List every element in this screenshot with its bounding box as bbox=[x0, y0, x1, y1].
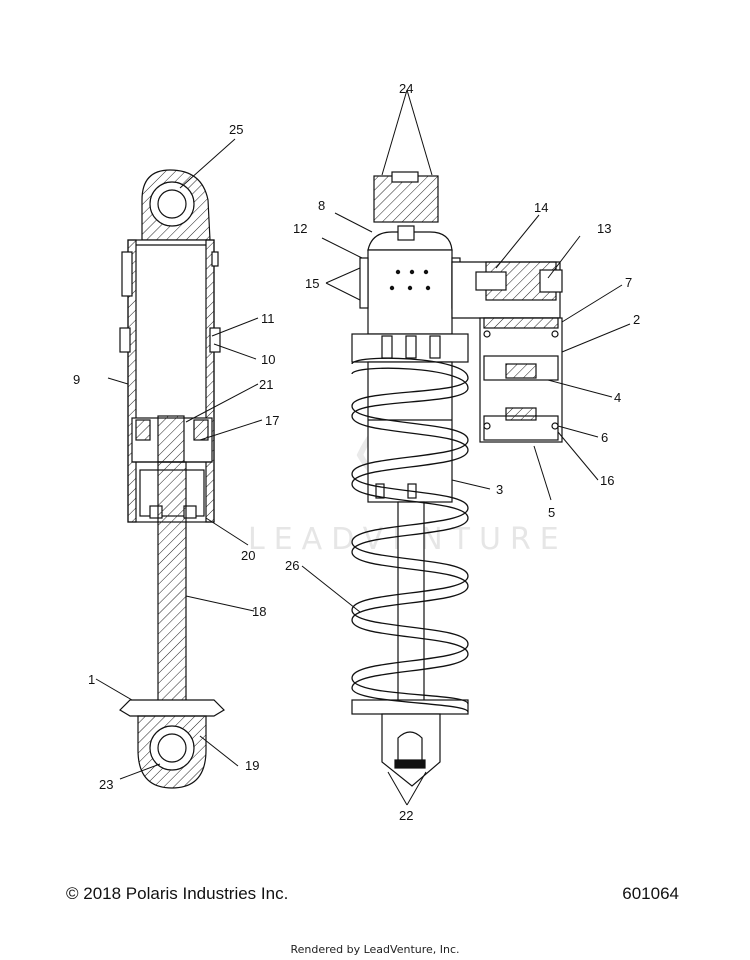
left-shock-cross-section bbox=[119, 169, 225, 789]
rendered-by-text: Rendered by LeadVenture, Inc. bbox=[290, 943, 460, 956]
callout-labels: 1 2 3 4 5 6 7 8 9 10 11 12 13 14 15 16 1… bbox=[73, 81, 640, 823]
callout-19: 19 bbox=[245, 758, 259, 773]
callout-26: 26 bbox=[285, 558, 299, 573]
diagram-number: 601064 bbox=[622, 884, 679, 903]
callout-12: 12 bbox=[293, 221, 307, 236]
callout-10: 10 bbox=[261, 352, 275, 367]
callout-6: 6 bbox=[601, 430, 608, 445]
right-shock-assembly bbox=[351, 171, 563, 787]
callout-5: 5 bbox=[548, 505, 555, 520]
callout-14: 14 bbox=[534, 200, 548, 215]
callout-22: 22 bbox=[399, 808, 413, 823]
leader-lines bbox=[95, 89, 631, 806]
callout-13: 13 bbox=[597, 221, 611, 236]
callout-2: 2 bbox=[633, 312, 640, 327]
callout-18: 18 bbox=[252, 604, 266, 619]
callout-15: 15 bbox=[305, 276, 319, 291]
callout-24: 24 bbox=[399, 81, 413, 96]
copyright-text: © 2018 Polaris Industries Inc. bbox=[66, 884, 289, 903]
callout-3: 3 bbox=[496, 482, 503, 497]
callout-1: 1 bbox=[88, 672, 95, 687]
callout-9: 9 bbox=[73, 372, 80, 387]
callout-4: 4 bbox=[614, 390, 621, 405]
callout-21: 21 bbox=[259, 377, 273, 392]
shock-absorber-exploded-diagram: LEADVENTURE bbox=[73, 81, 640, 823]
coil-spring bbox=[351, 357, 469, 713]
callout-25: 25 bbox=[229, 122, 243, 137]
callout-23: 23 bbox=[99, 777, 113, 792]
callout-8: 8 bbox=[318, 198, 325, 213]
callout-11: 11 bbox=[261, 311, 275, 326]
callout-20: 20 bbox=[241, 548, 255, 563]
callout-7: 7 bbox=[625, 275, 632, 290]
callout-16: 16 bbox=[600, 473, 614, 488]
callout-17: 17 bbox=[265, 413, 279, 428]
